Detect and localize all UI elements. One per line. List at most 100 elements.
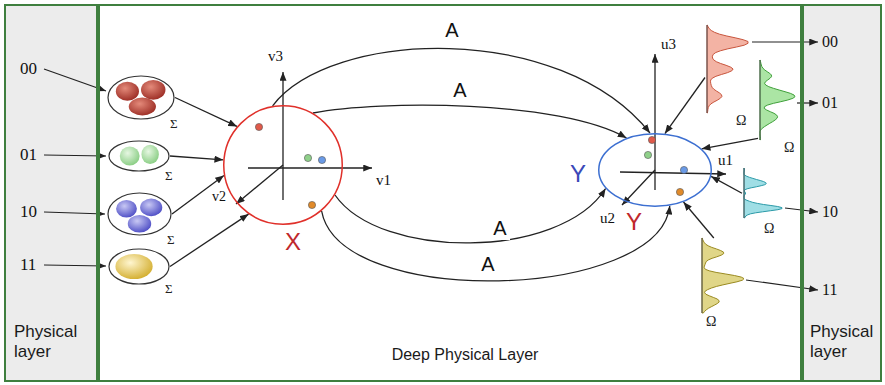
edge-label: A (442, 19, 461, 42)
ellipse-outline (107, 192, 172, 236)
bit-label: 01 (20, 145, 37, 165)
bit-label: 11 (20, 255, 36, 275)
point-dot (676, 188, 683, 195)
panel-title: Physical layer (810, 322, 882, 361)
space-label: Y (570, 160, 586, 188)
input-ellipse: Σ (107, 192, 172, 236)
distribution-plot: Ω (700, 238, 746, 333)
edge-connector (273, 48, 650, 133)
layer-panel: Deep Physical LayerΣΣΣΣXYΩΩΩΩ (98, 4, 802, 382)
edge-connector (665, 78, 705, 134)
density-axis (760, 60, 761, 140)
bit-label: 01 (822, 94, 838, 112)
cluster-blob (116, 200, 137, 218)
space-border (599, 134, 712, 207)
edge-connector (313, 105, 627, 138)
axis-label: v1 (376, 172, 391, 189)
latent-space-circle: X (223, 105, 343, 225)
latent-space-circle: Y (598, 133, 712, 207)
ellipse-border (109, 141, 169, 171)
bit-label: 10 (20, 202, 37, 222)
edge-connector (335, 189, 606, 243)
point-dot (304, 154, 311, 161)
bit-label: 00 (822, 33, 838, 51)
bit-label: 10 (822, 203, 838, 221)
cluster-blob (129, 98, 156, 116)
point-dot (648, 136, 655, 143)
edge-connector (175, 98, 237, 127)
cluster-blob (128, 215, 151, 233)
edge-connector (702, 138, 758, 148)
axis-label: v2 (212, 189, 226, 205)
ellipse-border (108, 193, 171, 235)
edge-connector (684, 202, 714, 238)
edge-label: A (450, 79, 469, 102)
axis-line (236, 165, 283, 204)
ellipse-border (109, 249, 169, 284)
axis-line (248, 167, 372, 168)
edge-connector (170, 214, 249, 266)
axis-label: u1 (718, 152, 733, 169)
cluster-blob (141, 80, 165, 100)
leader-arrow (752, 41, 818, 42)
density-fill (707, 25, 748, 113)
edge-connector (170, 156, 223, 160)
density-axis (707, 25, 708, 113)
sigma-label: Σ (165, 169, 173, 184)
edge-connector (322, 206, 670, 281)
panel-title: Deep Physical Layer (392, 346, 539, 364)
axis-label: v3 (268, 48, 283, 65)
density-curve (742, 168, 784, 240)
ellipse-outline (108, 248, 170, 285)
panel-ground (802, 4, 882, 382)
omega-label: Ω (764, 221, 774, 237)
cluster-blob (115, 254, 152, 279)
input-ellipse: Σ (107, 75, 175, 120)
layer-panel: Physical layer (4, 4, 98, 382)
space-outline (223, 105, 343, 225)
ellipse-outline (108, 140, 170, 172)
cluster-blob (120, 146, 140, 165)
distribution-plot: Ω (705, 25, 750, 130)
cluster-blob (116, 82, 139, 101)
space-label: Y (626, 208, 642, 236)
cluster-blob (140, 199, 162, 217)
cluster-blob (141, 145, 158, 164)
space-outline (598, 133, 712, 207)
space-border (224, 106, 343, 225)
axis-label: u3 (661, 36, 676, 53)
edge-label: A (490, 217, 509, 240)
point-dot (644, 151, 651, 158)
axis-line (282, 72, 283, 200)
point-dot (680, 166, 687, 173)
input-ellipse: Σ (108, 248, 170, 285)
point-dot (318, 156, 325, 163)
density-fill (760, 60, 795, 140)
density-axis (744, 168, 745, 218)
panel-ground (4, 4, 98, 382)
panel-title: Physical layer (14, 322, 96, 361)
input-ellipse: Σ (108, 140, 170, 172)
point-dot (255, 123, 262, 130)
edge-label: A (478, 253, 497, 276)
axis-line (622, 170, 655, 205)
density-fill (744, 168, 782, 218)
density-axis (702, 238, 703, 313)
distribution-plot: Ω (758, 60, 798, 158)
axis-label: u2 (600, 210, 615, 227)
bit-label: 11 (822, 281, 837, 299)
ellipse-border (108, 76, 174, 119)
sigma-label: Σ (165, 282, 173, 297)
leader-arrow (746, 280, 818, 290)
distribution-plot: Ω (742, 168, 784, 240)
omega-label: Ω (784, 140, 794, 156)
omega-label: Ω (736, 113, 746, 129)
axis-line (620, 172, 726, 174)
sigma-label: Σ (167, 233, 175, 248)
point-dot (308, 201, 315, 208)
layer-panel: Physical layer (802, 4, 882, 382)
edge-connector (711, 176, 742, 193)
